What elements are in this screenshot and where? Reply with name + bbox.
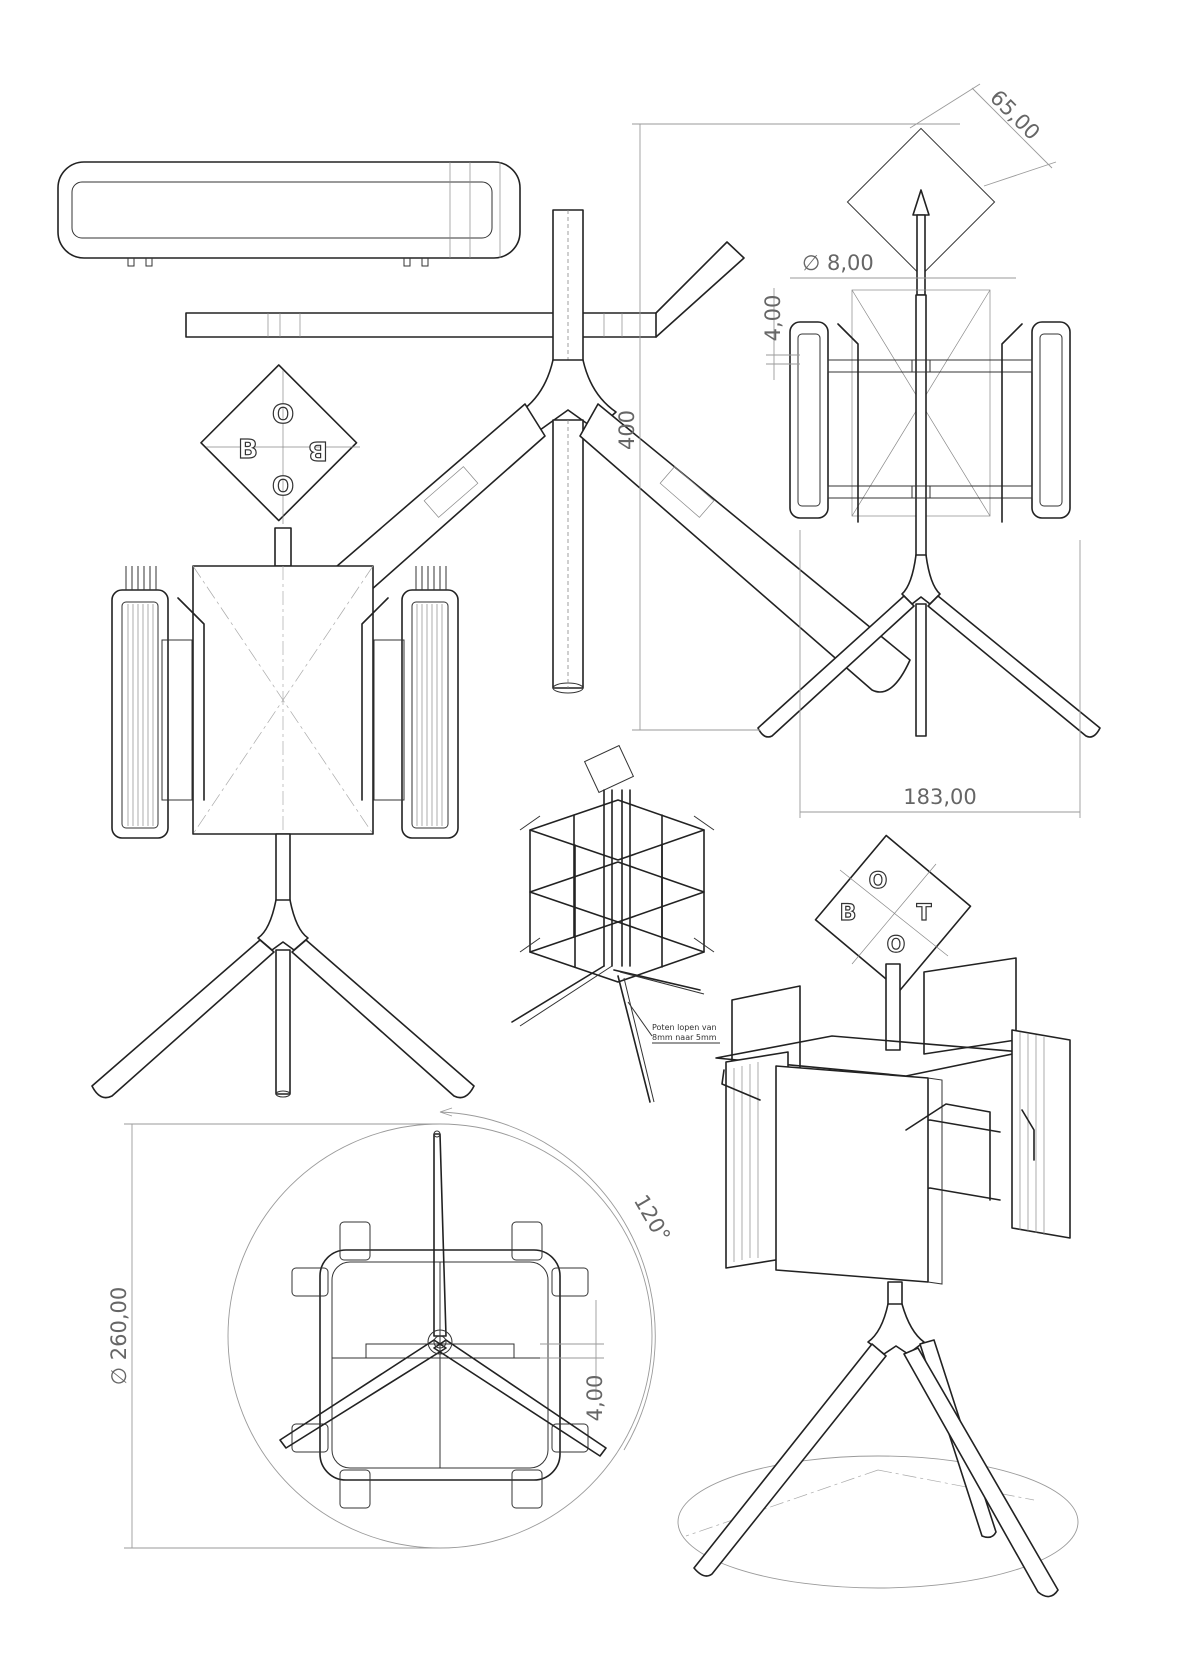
sign-letter-top: O [272, 400, 294, 430]
dim-base-width: 183,00 [799, 530, 1081, 818]
card-stack-left [127, 604, 154, 826]
sign-letter-bottom: O [272, 472, 294, 502]
dim-rod-diameter-label: ∅ 8,00 [802, 251, 874, 275]
dim-thickness-top: 4,00 [761, 288, 800, 380]
dim-diag-width: 65,00 [909, 83, 1057, 187]
tray-top-view [57, 161, 521, 267]
iso-sign-letter-4: O [887, 933, 906, 958]
dim-leg-angle-label: 120° [629, 1191, 675, 1247]
isometric-assembled-view: O B T O [677, 834, 1079, 1598]
leg-taper-note-line1: Poten lopen van [652, 1023, 717, 1032]
dim-base-width-label: 183,00 [903, 785, 976, 809]
iso-sign-letter-1: O [869, 869, 888, 894]
iso-sign-letter-2: B [840, 901, 857, 926]
card-stack-right [416, 604, 443, 826]
bottom-plan-view: 120° ∅ 260,00 4,00 [107, 1107, 675, 1549]
iso-right-stack [1011, 1029, 1071, 1239]
iso-sign-letter-3: T [916, 901, 931, 926]
dim-diag-width-label: 65,00 [985, 85, 1044, 144]
dim-height: 400 [615, 123, 960, 731]
dim-rod-diameter: ∅ 8,00 [790, 251, 1016, 279]
front-elevation-view: O B O B [91, 364, 475, 1099]
leg-taper-note-line2: 8mm naar 5mm [652, 1033, 717, 1042]
dim-height-label: 400 [615, 410, 639, 450]
dim-thickness-bottom-label: 4,00 [583, 1375, 607, 1422]
right-elevation-view: 400 65,00 ∅ 8,00 4,00 183,00 [615, 83, 1101, 818]
isometric-frame-view: Poten lopen van 8mm naar 5mm [511, 744, 720, 1103]
sign-letter-left: B [238, 435, 258, 465]
dim-base-diameter-label: ∅ 260,00 [107, 1287, 131, 1385]
sign-letter-right: B [308, 435, 328, 465]
dim-thickness-top-label: 4,00 [761, 295, 785, 342]
